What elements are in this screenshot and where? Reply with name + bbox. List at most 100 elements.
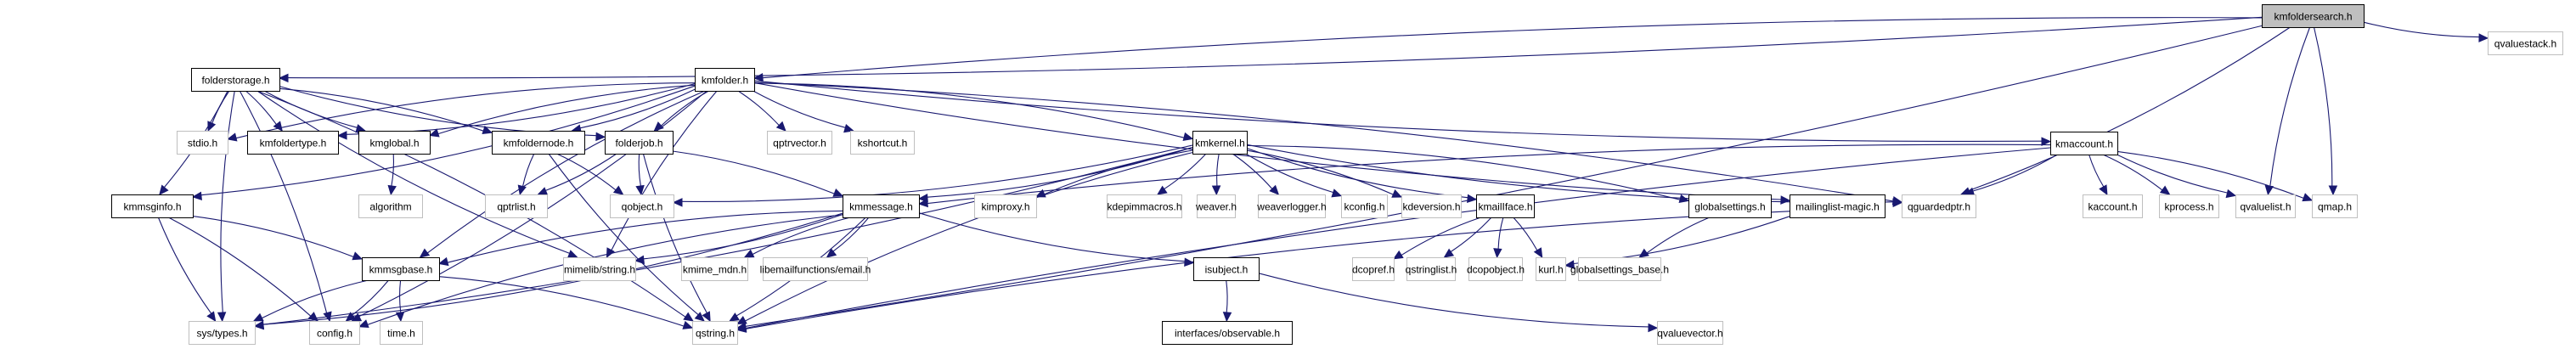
- node-label: kprocess.h: [2164, 201, 2213, 213]
- node-label[interactable]: kmkernel.h: [1195, 138, 1245, 149]
- node-observable[interactable]: interfaces/observable.h: [1162, 321, 1293, 345]
- edge-line: [256, 90, 570, 254]
- node-box[interactable]: [2262, 4, 2365, 28]
- node-label: qmap.h: [2318, 201, 2352, 213]
- node-label[interactable]: folderstorage.h: [201, 75, 269, 87]
- edge-folderjob-to-kmmessage: [672, 150, 844, 197]
- arrowhead-icon: [826, 248, 837, 258]
- node-dcopobject: dcopobject.h: [1467, 257, 1525, 281]
- arrowhead-icon: [1648, 323, 1659, 333]
- node-box[interactable]: [843, 194, 920, 218]
- node-isubject[interactable]: isubject.h: [1193, 257, 1260, 281]
- arrowhead-icon: [226, 132, 238, 142]
- node-label[interactable]: kmmsgbase.h: [369, 264, 433, 276]
- node-kmkernel[interactable]: kmkernel.h: [1192, 131, 1248, 155]
- node-box[interactable]: [1688, 194, 1772, 218]
- node-label[interactable]: kmmessage.h: [849, 201, 913, 213]
- node-box[interactable]: [605, 131, 674, 155]
- edge-line: [762, 17, 2263, 79]
- node-box[interactable]: [111, 194, 194, 218]
- edge-line: [426, 90, 706, 254]
- node-kmailiface[interactable]: kmailIface.h: [1476, 194, 1535, 218]
- node-box: [1406, 257, 1456, 281]
- node-label[interactable]: kmfoldernode.h: [504, 138, 574, 149]
- arrowhead-icon: [1392, 250, 1404, 260]
- arrowhead-icon: [206, 311, 217, 323]
- node-label[interactable]: kmglobal.h: [369, 138, 419, 149]
- node-box[interactable]: [358, 131, 431, 155]
- node-mimelibstring: mimelib/string.h: [563, 257, 636, 281]
- arrowhead-icon: [1157, 185, 1168, 195]
- edge-globalsettings-to-globalsettingsbase: [1638, 217, 1711, 258]
- arrowhead-icon: [832, 188, 844, 197]
- node-qvaluestack: qvaluestack.h: [2488, 31, 2563, 55]
- node-kmfoldertype[interactable]: kmfoldertype.h: [247, 131, 339, 155]
- edge-kmfoldersearch-to-qmap: [2313, 26, 2338, 196]
- node-label[interactable]: kmfoldertype.h: [260, 138, 327, 149]
- node-kmmsginfo[interactable]: kmmsginfo.h: [111, 194, 194, 218]
- edge-kmkernel-to-kmmessage: [917, 146, 1193, 203]
- arrowhead-icon: [2225, 189, 2237, 199]
- edge-line: [753, 82, 1894, 202]
- edge-kmfolder-to-kmfoldernode: [571, 88, 696, 133]
- node-box[interactable]: [1476, 194, 1535, 218]
- node-kmmsgbase[interactable]: kmmsgbase.h: [362, 257, 440, 281]
- node-label[interactable]: kmaccount.h: [2055, 138, 2113, 150]
- node-kmglobal[interactable]: kmglobal.h: [358, 131, 431, 155]
- node-label[interactable]: mailinglist-magic.h: [1795, 201, 1880, 213]
- node-folderstorage[interactable]: folderstorage.h: [191, 68, 280, 92]
- arrowhead-icon: [482, 125, 493, 134]
- node-box: [2488, 31, 2563, 55]
- node-kurl: kurl.h: [1536, 257, 1566, 281]
- arrowhead-icon: [736, 324, 747, 333]
- edge-kmfoldernode-to-qobject: [556, 153, 624, 195]
- node-box: [2312, 194, 2358, 218]
- node-label[interactable]: folderjob.h: [615, 138, 662, 149]
- node-label[interactable]: kmfolder.h: [702, 75, 748, 87]
- arrowhead-icon: [159, 184, 169, 195]
- edge-line: [1226, 279, 1228, 313]
- node-box[interactable]: [247, 131, 339, 155]
- node-box[interactable]: [492, 131, 585, 155]
- node-box: [2235, 194, 2296, 218]
- node-label: kdepimmacros.h: [1107, 201, 1181, 213]
- node-qmap: qmap.h: [2312, 194, 2358, 218]
- arrowhead-icon: [345, 312, 357, 322]
- arrowhead-icon: [437, 256, 449, 267]
- node-kmfoldernode[interactable]: kmfoldernode.h: [492, 131, 585, 155]
- node-kmaccount[interactable]: kmaccount.h: [2050, 132, 2118, 155]
- node-box: [563, 257, 636, 281]
- node-box[interactable]: [362, 257, 440, 281]
- node-box[interactable]: [1790, 194, 1885, 218]
- node-box[interactable]: [191, 68, 280, 92]
- node-label[interactable]: globalsettings.h: [1694, 201, 1765, 213]
- node-mailinglistmagic[interactable]: mailinglist-magic.h: [1790, 194, 1885, 218]
- node-box[interactable]: [1193, 257, 1260, 281]
- edge-kmfoldernode-to-qptrlist: [517, 153, 535, 196]
- node-folderjob[interactable]: folderjob.h: [605, 131, 674, 155]
- node-label[interactable]: kmmsginfo.h: [123, 201, 181, 213]
- node-label[interactable]: kmailIface.h: [1478, 201, 1532, 213]
- node-label[interactable]: interfaces/observable.h: [1175, 328, 1280, 340]
- node-kdepimmacros: kdepimmacros.h: [1107, 194, 1182, 218]
- node-label[interactable]: kmfoldersearch.h: [2274, 11, 2352, 23]
- node-box[interactable]: [1192, 131, 1248, 155]
- edge-kmailiface-to-dcopref: [1392, 217, 1481, 260]
- node-kmmessage[interactable]: kmmessage.h: [843, 194, 920, 218]
- node-qstringlist: qstringlist.h: [1406, 257, 1457, 281]
- node-globalsettings[interactable]: globalsettings.h: [1688, 194, 1772, 218]
- node-box[interactable]: [1162, 321, 1293, 345]
- edge-kmfolder-to-kmmsginfo: [191, 85, 696, 201]
- node-qvaluevector: qvaluevector.h: [1657, 321, 1723, 345]
- node-label[interactable]: isubject.h: [1205, 264, 1249, 276]
- edge-line: [2269, 26, 2311, 187]
- node-box: [767, 131, 832, 155]
- node-kmfoldersearch[interactable]: kmfoldersearch.h: [2262, 4, 2365, 28]
- edge-line: [262, 147, 1193, 325]
- node-box[interactable]: [2050, 132, 2118, 155]
- edge-kmkernel-to-globalsettings: [1246, 144, 1690, 204]
- edge-line: [579, 88, 696, 129]
- node-box[interactable]: [695, 68, 755, 92]
- node-kmfolder[interactable]: kmfolder.h: [695, 68, 755, 92]
- edge-kmaccount-to-qvaluelist: [2117, 154, 2237, 199]
